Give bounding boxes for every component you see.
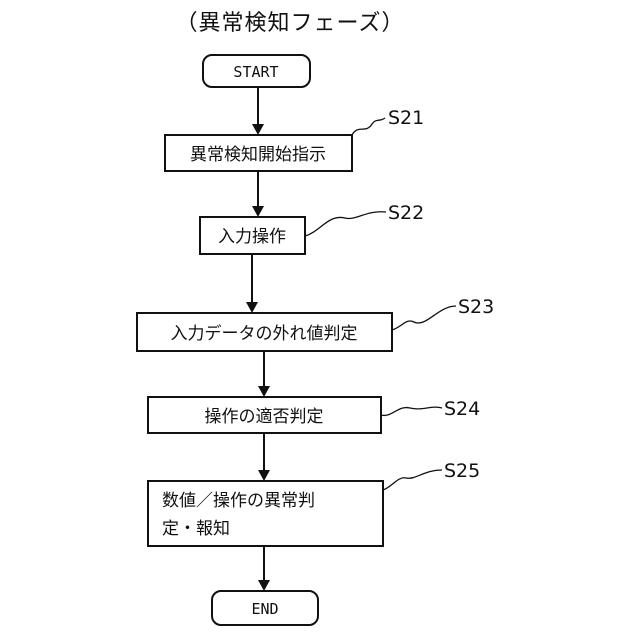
process-s23: 入力データの外れ値判定	[137, 313, 392, 351]
leader-s22	[305, 212, 386, 236]
step-label-s21: S21	[388, 107, 424, 129]
process-s25: 数値／操作の異常判 定・報知	[148, 481, 383, 546]
process-s21-label: 異常検知開始指示	[190, 145, 326, 165]
leader-s21	[352, 118, 385, 135]
process-s25-label-line1: 数値／操作の異常判	[162, 491, 315, 511]
process-s22: 入力操作	[200, 217, 305, 254]
process-s24-label: 操作の適否判定	[205, 407, 324, 427]
step-label-s22: S22	[388, 202, 424, 224]
end-label: END	[251, 600, 278, 618]
start-label: START	[233, 63, 278, 81]
leader-s25	[383, 470, 442, 490]
step-label-s24: S24	[444, 398, 480, 420]
edge-s21-s22	[252, 171, 264, 217]
edge-s23-s24	[258, 351, 270, 397]
process-s21: 異常検知開始指示	[165, 135, 352, 171]
edge-start-s21	[252, 87, 264, 135]
start-node: START	[203, 55, 310, 87]
leader-s23	[392, 306, 456, 330]
diagram-title: （異常検知フェーズ）	[176, 11, 405, 36]
edge-s25-end	[258, 546, 270, 591]
process-s25-label-line2: 定・報知	[162, 519, 230, 539]
step-label-s25: S25	[444, 460, 480, 482]
process-s23-label: 入力データの外れ値判定	[171, 323, 358, 344]
process-s22-label: 入力操作	[218, 227, 286, 247]
edge-s24-s25	[258, 433, 270, 481]
leader-s24	[381, 407, 442, 415]
end-node: END	[212, 591, 318, 625]
edge-s22-s23	[246, 254, 258, 313]
process-s24: 操作の適否判定	[148, 397, 381, 433]
step-label-s23: S23	[458, 296, 494, 318]
